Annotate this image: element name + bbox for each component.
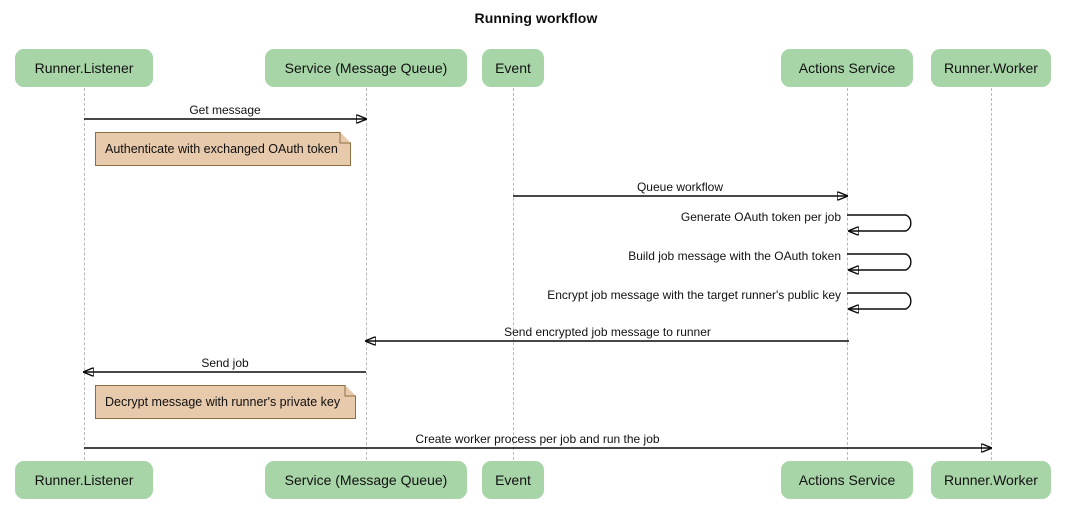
- label-send-job: Send job: [201, 356, 249, 370]
- actor-actions-service-bottom[interactable]: Actions Service: [781, 461, 913, 499]
- actor-service-message-queue-bottom[interactable]: Service (Message Queue): [265, 461, 467, 499]
- note-fold-icon: [340, 132, 351, 143]
- actor-event-top[interactable]: Event: [482, 49, 544, 87]
- lifeline-runner-listener: [84, 88, 85, 460]
- label-create-worker-process-per-job-and-run-the-job: Create worker process per job and run th…: [415, 432, 660, 446]
- lifeline-runner-worker: [991, 88, 992, 460]
- actor-runner-listener-top[interactable]: Runner.Listener: [15, 49, 153, 87]
- edge-encrypt-job-message-with-the-target-runners-public-key: [847, 292, 912, 309]
- edge-build-job-message-with-the-oauth-token: [847, 253, 912, 270]
- label-queue-workflow: Queue workflow: [636, 180, 724, 194]
- actor-runner-worker-top[interactable]: Runner.Worker: [931, 49, 1051, 87]
- actor-service-message-queue-top[interactable]: Service (Message Queue): [265, 49, 467, 87]
- lifeline-service-message-queue: [366, 88, 367, 460]
- actor-event-bottom[interactable]: Event: [482, 461, 544, 499]
- label-send-encrypted-job-message-to-runner: Send encrypted job message to runner: [504, 325, 711, 339]
- note-decrypt-message-with-runners-private-key: Decrypt message with runner's private ke…: [95, 385, 356, 419]
- note-authenticate-with-exchanged-oauth-token: Authenticate with exchanged OAuth token: [95, 132, 351, 166]
- label-generate-oauth-token-per-job: Generate OAuth token per job: [680, 210, 841, 224]
- note-text: Decrypt message with runner's private ke…: [105, 395, 341, 409]
- actor-actions-service-top[interactable]: Actions Service: [781, 49, 913, 87]
- page-title: Running workflow: [474, 10, 598, 26]
- actor-runner-listener-bottom[interactable]: Runner.Listener: [15, 461, 153, 499]
- label-get-message: Get message: [189, 103, 261, 117]
- lifeline-actions-service: [847, 88, 848, 460]
- note-fold-icon: [345, 385, 356, 396]
- label-build-job-message-with-the-oauth-token: Build job message with the OAuth token: [628, 249, 841, 263]
- lifeline-event: [513, 88, 514, 460]
- note-text: Authenticate with exchanged OAuth token: [105, 142, 338, 156]
- label-encrypt-job-message-with-the-target-runners-public-key: Encrypt job message with the target runn…: [547, 288, 841, 302]
- actor-runner-worker-bottom[interactable]: Runner.Worker: [931, 461, 1051, 499]
- edge-generate-oauth-token-per-job: [847, 214, 912, 231]
